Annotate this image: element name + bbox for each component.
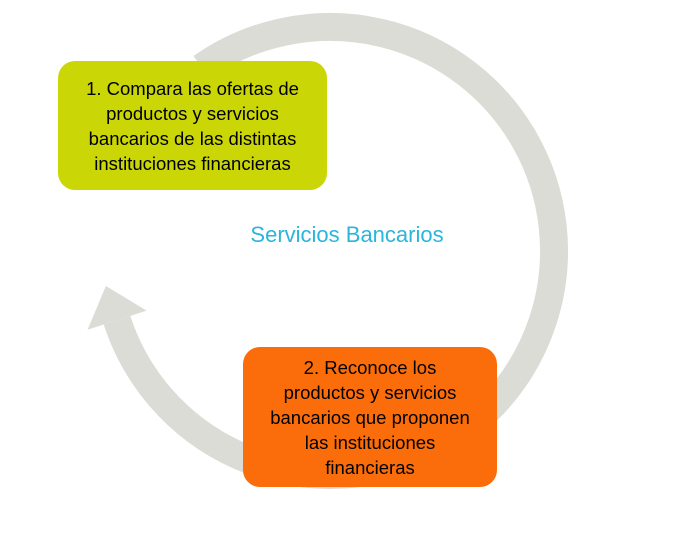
step-2-text-line-1: 2. Reconoce los [303,356,437,378]
step-1-text-line-2: productos y servicios [106,102,279,124]
circular-arrow-head [87,286,147,330]
step-1-text-line-4: instituciones financieras [94,152,291,174]
step-1-text-line-1: 1. Compara las ofertas de [86,77,299,99]
step-1-box: 1. Compara las ofertas de productos y se… [58,61,327,190]
step-2-text-line-4: las instituciones [304,431,436,453]
step-1-text-line-3: bancarios de las distintas [88,127,297,149]
diagram-title: Servicios Bancarios [250,222,444,247]
circular-arrow-arc [103,12,569,489]
step-2-text-line-5: financieras [325,456,415,478]
step-2-text-line-3: bancarios que proponen [270,406,470,428]
step-2-text-line-2: productos y servicios [283,381,457,403]
step-2-box: 2. Reconoce los productos y servicios ba… [243,347,497,487]
